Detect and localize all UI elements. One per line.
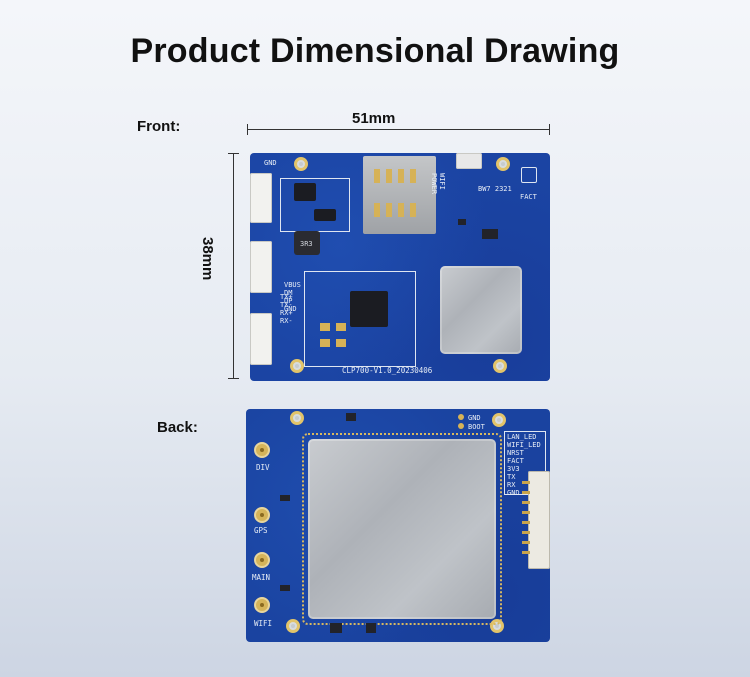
boot-test-pad	[458, 423, 464, 429]
smd-component	[280, 585, 290, 591]
fpc-pin	[522, 481, 530, 484]
jst-connector-bottom	[250, 313, 272, 365]
height-dimension-tick-top	[228, 153, 239, 154]
main-antenna-label: MAIN	[252, 573, 271, 582]
fact-label: FACT	[520, 193, 537, 201]
mounting-hole	[290, 411, 304, 425]
solder-pad	[320, 323, 330, 331]
fpc-pin	[522, 541, 530, 544]
fpc-pin	[522, 491, 530, 494]
height-dimension-line	[233, 153, 234, 379]
fpc-pin-labels: LAN_LED WIFI_LED NRST FACT 3V3 TX RX GND	[507, 433, 541, 497]
smd-component	[330, 623, 342, 633]
power-label: WIFI POWER	[430, 173, 446, 195]
width-dimension-tick-left	[247, 124, 248, 135]
main-processor-chip	[350, 291, 388, 327]
front-gnd-label: GND	[264, 159, 277, 167]
sim-contact	[410, 203, 416, 217]
width-dimension-line	[247, 129, 550, 130]
fpc-pin	[522, 521, 530, 524]
sim-contact	[398, 203, 404, 217]
smd-component	[280, 495, 290, 501]
div-antenna-label: DIV	[256, 463, 270, 472]
fpc-connector	[528, 471, 550, 569]
wifi-antenna-label: WIFI	[254, 619, 273, 628]
pin-label-box	[504, 431, 546, 495]
inductor	[294, 231, 320, 255]
power-button	[456, 153, 482, 169]
jst-connector-top	[250, 173, 272, 223]
smd-component	[366, 623, 376, 633]
sim-contact	[374, 203, 380, 217]
rf-shield-can	[440, 266, 522, 354]
width-dimension-label: 51mm	[352, 110, 396, 127]
sim-contact	[398, 169, 404, 183]
back-pcb: GND BOOT DIV GPS MAIN WIFI LAN_LED WIFI_…	[246, 409, 550, 642]
mounting-hole	[294, 157, 308, 171]
jst-connector-middle	[250, 241, 272, 293]
sim-contact	[386, 203, 392, 217]
main-antenna-connector-icon	[254, 552, 270, 568]
fpc-pin	[522, 511, 530, 514]
boot-label: BOOT	[468, 423, 485, 431]
page-title: Product Dimensional Drawing	[130, 32, 620, 70]
gps-antenna-connector-icon	[254, 507, 270, 523]
height-dimension-tick-bottom	[228, 378, 239, 379]
lte-module-shield	[308, 439, 496, 619]
mounting-hole	[492, 413, 506, 427]
sim-contact	[410, 169, 416, 183]
front-label: Front:	[137, 118, 181, 135]
regulator-chip	[294, 183, 316, 201]
back-label: Back:	[157, 419, 198, 436]
back-gnd-label: GND	[468, 414, 481, 422]
gnd-test-pad	[458, 414, 464, 420]
board-model-label: CLP700-V1.0_20230406	[342, 366, 433, 375]
usb-pin-labels: VBUS DM DP GND	[284, 281, 301, 313]
processor-section-outline	[304, 271, 416, 367]
fpc-pin	[522, 531, 530, 534]
solder-pad	[336, 339, 346, 347]
div-antenna-connector-icon	[254, 442, 270, 458]
sim-contact	[374, 169, 380, 183]
wifi-antenna-connector-icon	[254, 597, 270, 613]
smd-component	[482, 229, 498, 239]
solder-pad	[336, 323, 346, 331]
batch-code: BW7 2321	[478, 185, 512, 193]
inductor-mark: 3R3	[300, 240, 313, 248]
capacitor	[314, 209, 336, 221]
sim-contact	[386, 169, 392, 183]
sim-card-slot	[363, 156, 436, 234]
module-pad-ring	[302, 433, 502, 625]
fpc-pin	[522, 501, 530, 504]
uart-pin-labels: TX+ TX- RX+ RX-	[280, 293, 293, 325]
mounting-hole	[290, 359, 304, 373]
height-dimension-label: 38mm	[199, 237, 216, 281]
smd-component	[458, 219, 466, 225]
fact-test-point-outline	[521, 167, 537, 183]
mounting-hole	[286, 619, 300, 633]
width-dimension-tick-right	[549, 124, 550, 135]
mounting-hole	[493, 359, 507, 373]
fpc-pin	[522, 551, 530, 554]
solder-pad	[320, 339, 330, 347]
front-pcb: GND WIFI POWER BW7 2321 FACT 3R3 VBUS DM…	[250, 153, 550, 381]
gps-antenna-label: GPS	[254, 526, 268, 535]
mounting-hole	[496, 157, 510, 171]
smd-component	[346, 413, 356, 421]
